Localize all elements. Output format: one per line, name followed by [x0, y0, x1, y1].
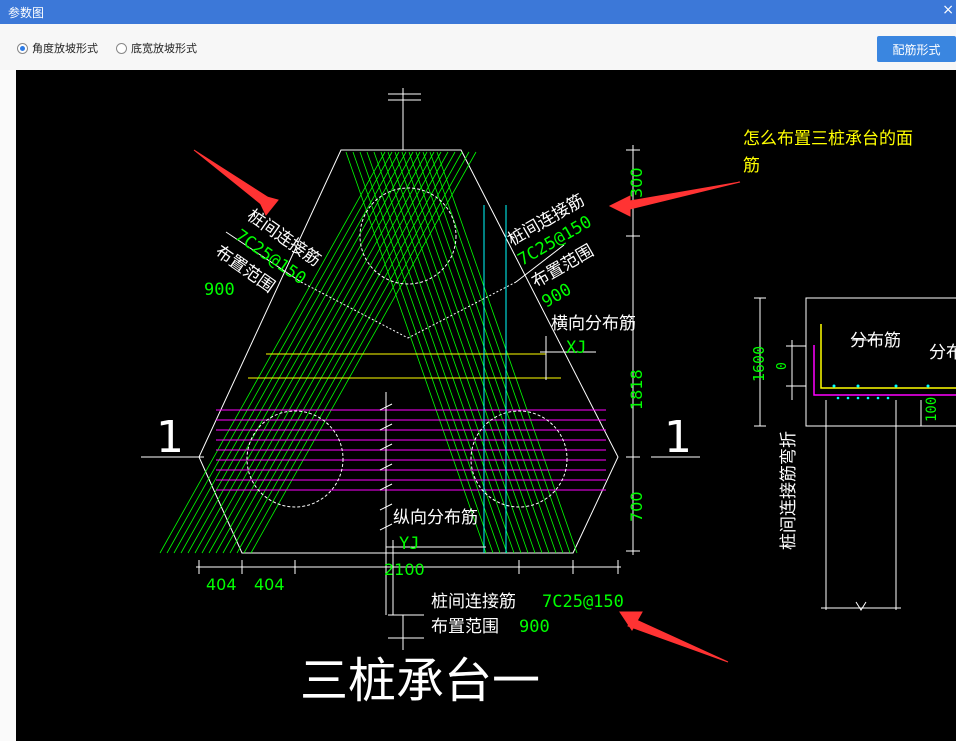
- hatch-line: [250, 151, 477, 554]
- rebar-form-button[interactable]: 配筋形式: [877, 36, 956, 62]
- hatch-line: [380, 151, 522, 554]
- dim-width: 2100: [384, 560, 425, 579]
- radio-label: 底宽放坡形式: [131, 42, 197, 55]
- hatch-line: [243, 151, 470, 554]
- right-label-group: 桩间连接筋 7C25@150 布置范围 900: [505, 191, 598, 313]
- radio-unselected-icon[interactable]: [116, 42, 127, 54]
- section-dim-0: 0: [775, 362, 790, 370]
- axis-mark-top: [388, 88, 421, 150]
- hatch-line: [387, 151, 529, 554]
- hatch-line: [408, 151, 550, 554]
- section-yellow-rebar: [820, 324, 956, 389]
- section-mark-right: 1: [664, 412, 692, 463]
- hatch-line: [345, 151, 487, 554]
- radio-label: 角度放坡形式: [32, 42, 98, 55]
- yj-label: YJ: [399, 534, 419, 554]
- hatch-line: [394, 151, 536, 554]
- hatch-line: [201, 151, 428, 554]
- bottom-label-spec: 7C25@150: [542, 592, 624, 612]
- hatch-line: [415, 151, 557, 554]
- question-text-1: 怎么布置三桩承台的面: [743, 129, 913, 149]
- hatch-line: [222, 151, 449, 554]
- hatch-line: [173, 151, 400, 554]
- connection-arrows: [225, 231, 565, 339]
- left-strip: [0, 70, 16, 741]
- yellow-lines: [248, 353, 561, 379]
- dim-top: 300: [627, 167, 646, 198]
- section-dim-h: 1600: [750, 346, 768, 382]
- left-label-group: 桩间连接筋 7C25@150 布置范围 900: [204, 206, 324, 300]
- section-dist-label-1: 分布筋: [850, 331, 901, 351]
- section-dots: [832, 384, 930, 400]
- radio-selected-icon[interactable]: [17, 42, 28, 54]
- hatch-line: [436, 151, 578, 554]
- radio-bottom-width-slope[interactable]: 底宽放坡形式: [116, 41, 197, 55]
- hatch-line: [401, 151, 543, 554]
- window-titlebar: 参数图 ×: [0, 0, 956, 24]
- hatch-line: [180, 151, 407, 554]
- bottom-dimension: [196, 540, 621, 650]
- hatch-line: [208, 151, 435, 554]
- section-dist-label-2: 分布: [929, 343, 956, 363]
- radio-angle-slope[interactable]: 角度放坡形式: [17, 41, 98, 55]
- bottom-label-value: 900: [519, 617, 550, 637]
- magenta-rebar: [216, 409, 606, 491]
- annotation-arrows: [193, 149, 741, 663]
- hatch-line: [166, 151, 393, 554]
- hatch-line: [373, 151, 515, 554]
- dim-left2: 404: [254, 575, 285, 594]
- right-dimension: [540, 145, 640, 555]
- vertical-dist-label: 纵向分布筋: [393, 508, 478, 528]
- toolbar: 角度放坡形式 底宽放坡形式 配筋形式: [0, 24, 956, 70]
- close-icon[interactable]: ×: [942, 2, 954, 18]
- hatch-line: [359, 151, 501, 554]
- hatch-line: [352, 151, 494, 554]
- hatch-line: [229, 151, 456, 554]
- dim-left1: 404: [206, 575, 237, 594]
- horizontal-dist-label: 横向分布筋: [551, 314, 636, 334]
- dim-mid: 1818: [627, 369, 646, 410]
- drawing-title: 三桩承台一: [300, 653, 540, 709]
- window-title: 参数图: [8, 6, 45, 20]
- section-view: [754, 297, 956, 611]
- pile-circles: [246, 187, 568, 508]
- bottom-label-range: 布置范围: [431, 617, 499, 637]
- section-magenta-rebar: [813, 345, 956, 396]
- cad-drawing: 桩间连接筋 7C25@150 布置范围 900 桩间连接筋 7C25@150 布…: [141, 88, 956, 709]
- drawing-canvas: 桩间连接筋 7C25@150 布置范围 900 桩间连接筋 7C25@150 布…: [16, 70, 956, 741]
- dimension-texts: 300 1818 700 2100 404 404: [206, 167, 646, 594]
- hatch-line: [429, 151, 571, 554]
- section-bend-label: 桩间连接筋弯折: [779, 431, 799, 550]
- hatch-line: [422, 151, 564, 554]
- section-mark-left: 1: [156, 412, 184, 463]
- left-label-value: 900: [204, 280, 235, 300]
- hatch-line: [215, 151, 442, 554]
- hatch-line: [194, 151, 421, 554]
- question-text-2: 筋: [743, 156, 760, 176]
- hatch-line: [187, 151, 414, 554]
- section-dim-100: 100: [924, 397, 940, 422]
- bottom-label-name: 桩间连接筋: [431, 592, 516, 612]
- cyan-lines: [483, 205, 507, 553]
- hatch-line: [159, 151, 386, 554]
- xj-label: XJ: [566, 338, 586, 358]
- dim-bottom: 700: [627, 491, 646, 522]
- green-rebar-bands: [159, 151, 578, 554]
- hatch-line: [236, 151, 463, 554]
- vertical-rebar-marker: [379, 392, 393, 540]
